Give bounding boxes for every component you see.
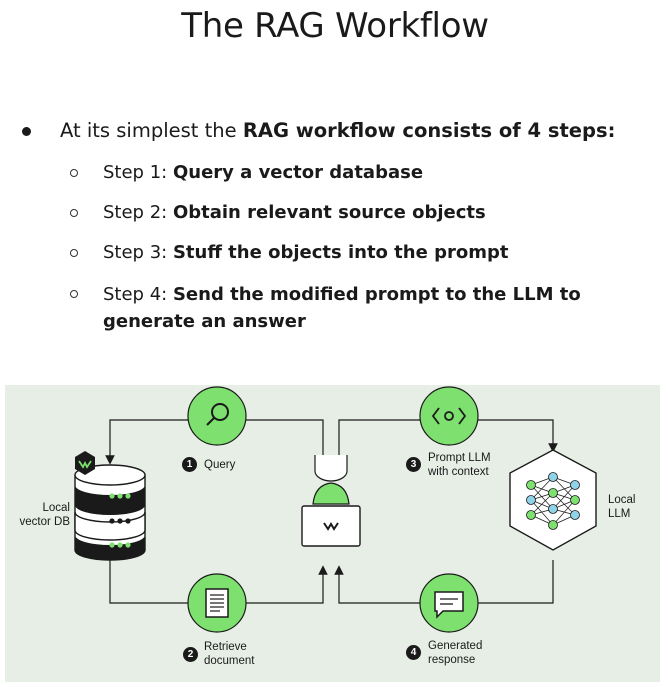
step-number-4: 4: [406, 645, 421, 660]
bullet-dot: [22, 127, 31, 136]
vector-db-icon: [74, 451, 146, 561]
step-number-2: 2: [183, 647, 198, 662]
step-number-3: 3: [406, 457, 421, 472]
sub-bullet-ring: [70, 209, 78, 217]
main-bullet-prefix: At its simplest the: [60, 119, 243, 142]
diagram-graphics: [74, 386, 597, 633]
document-icon: [205, 588, 229, 618]
step-bold: Query a vector database: [172, 162, 424, 183]
step-text-2: Step 2: Obtain relevant source objects: [103, 200, 623, 225]
step-bold: Stuff the objects into the prompt: [172, 242, 509, 263]
response-label: Generated response: [428, 640, 483, 666]
sub-bullet-ring: [70, 169, 78, 177]
query-label: Query: [204, 459, 236, 471]
step-prefix: Step 2:: [103, 202, 173, 223]
llm-network-icon: [509, 449, 597, 551]
prompt-icon-circle: [419, 386, 479, 446]
step-bold: Obtain relevant source objects: [172, 202, 486, 223]
sub-bullet-ring: [70, 290, 78, 298]
chat-message-icon: [434, 591, 464, 619]
step-number-1: 1: [182, 457, 197, 472]
response-icon-circle: [419, 573, 479, 633]
main-bullet-text: At its simplest the RAG workflow consist…: [60, 118, 615, 144]
llm-label: Local LLM: [608, 494, 636, 520]
step-text-1: Step 1: Query a vector database: [103, 160, 623, 185]
step-prefix: Step 1:: [103, 162, 173, 183]
vector-db-label: Local vector DB: [19, 502, 71, 528]
step-bold: Send the modified prompt to the LLM to g…: [103, 284, 581, 332]
main-bullet-bold: RAG workflow consists of 4 steps:: [242, 119, 616, 142]
step-prefix: Step 3:: [103, 242, 173, 263]
magnifier-icon: [206, 403, 229, 426]
prompt-label: Prompt LLM with context: [428, 452, 491, 478]
step-text-3: Step 3: Stuff the objects into the promp…: [103, 240, 623, 265]
step-prefix: Step 4:: [103, 284, 173, 305]
code-brackets-icon: [431, 407, 467, 425]
sub-bullet-ring: [70, 249, 78, 257]
retrieve-icon-circle: [187, 573, 247, 633]
rag-diagram: Local vector DB Local LLM 1 Query 2 Retr…: [5, 385, 660, 682]
query-icon-circle: [187, 386, 247, 446]
laptop-icon: [301, 455, 361, 547]
step-text-4: Step 4: Send the modified prompt to the …: [103, 281, 623, 335]
slide-title: The RAG Workflow: [181, 6, 489, 46]
retrieve-label: Retrieve document: [204, 641, 255, 667]
